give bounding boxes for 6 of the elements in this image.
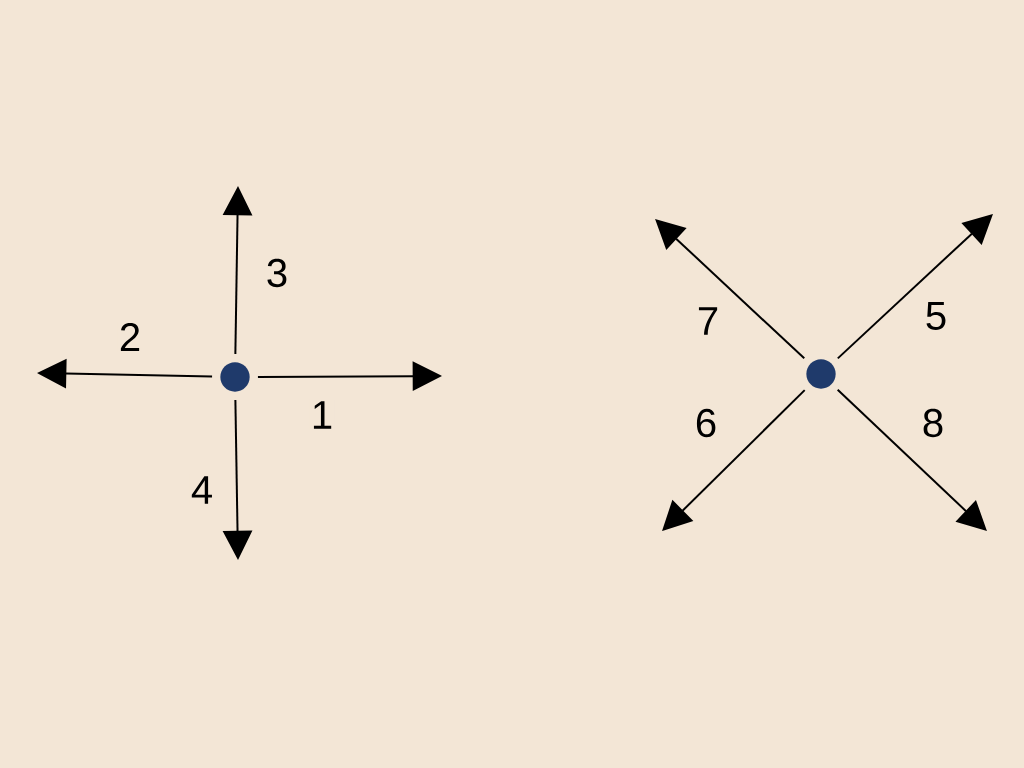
- arrow: [655, 219, 806, 360]
- arrow: [662, 389, 806, 531]
- dot: [220, 362, 250, 392]
- dot: [806, 359, 836, 389]
- arrow: [836, 388, 987, 531]
- arrow: [836, 214, 993, 360]
